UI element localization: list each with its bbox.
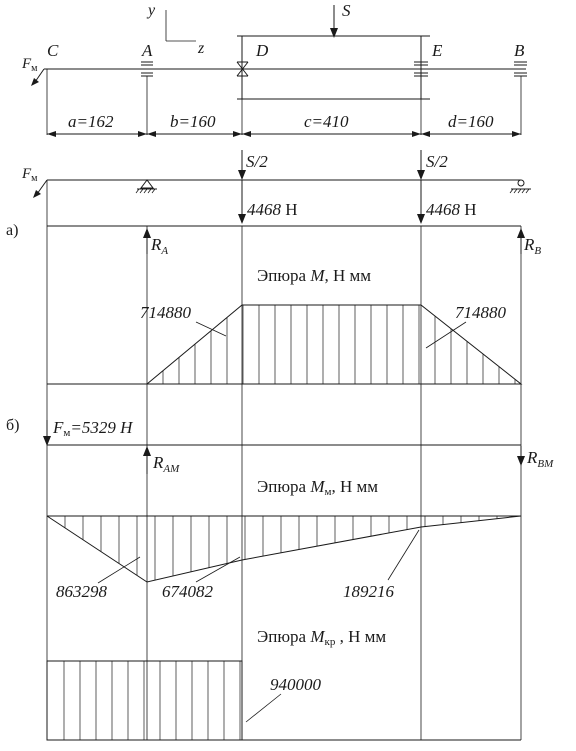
point-a-label: A	[141, 41, 153, 60]
rbm-label: RBM	[526, 448, 554, 470]
fm-value-label: Fм=5329 Н	[52, 418, 134, 439]
force-s: S	[237, 1, 430, 100]
bearing-b-symbol	[514, 61, 527, 77]
force-half-e: S/2	[417, 150, 448, 180]
dim-c-label: c=410	[304, 112, 349, 131]
half-d-label: S/2	[246, 152, 268, 171]
rb-label: RB	[523, 235, 541, 257]
section-b-label: б)	[6, 417, 19, 434]
dim-d-label: d=160	[448, 112, 494, 131]
ram-label: RAM	[152, 453, 180, 475]
diagram-mkr: Эпюра Mкр , Н мм 940000	[46, 627, 521, 741]
ra-label: RA	[150, 235, 168, 257]
diagram-mkr-hatching	[63, 661, 241, 740]
dim-b-label: b=160	[170, 112, 216, 131]
load-e-arrow: 4468 Н	[417, 180, 477, 224]
diagram-mm: Эпюра Mм, Н мм 863298 674082 189216	[46, 477, 522, 601]
load-e-label: 4468 Н	[426, 200, 477, 219]
reactions-a: RA RB	[143, 228, 541, 257]
gear-d-symbol	[236, 61, 249, 77]
diagram-mm-hatching	[64, 516, 516, 581]
diagram-mm-title: Эпюра Mм, Н мм	[257, 477, 378, 498]
diagram-m-title: Эпюра M, Н мм	[257, 266, 371, 285]
section-a-label: а)	[6, 222, 18, 239]
load-d-label: 4468 Н	[247, 200, 298, 219]
section-a-beam: Fм S/2 S/2 4468 Н 4468 Н	[21, 150, 531, 224]
load-d-arrow: 4468 Н	[238, 180, 298, 224]
axis-z-label: z	[197, 40, 205, 57]
dim-a-label: a=162	[68, 112, 114, 131]
section-b-beam: Fм=5329 Н RAM RBM	[43, 418, 554, 475]
coordinate-axes: y z	[146, 2, 205, 57]
mm-e-value: 189216	[343, 582, 395, 601]
force-fm-top: Fм	[21, 56, 45, 86]
mm-c-value: 863298	[56, 582, 108, 601]
m-right-value: 714880	[455, 303, 507, 322]
fm-a-label: Fм	[21, 166, 38, 184]
point-c-label: C	[47, 41, 59, 60]
diagram-m: Эпюра M, Н мм 714880 714880	[47, 225, 523, 385]
fm-top-label: Fм	[21, 56, 38, 74]
dimension-line: a=162 b=160 c=410 d=160	[47, 112, 521, 137]
support-b-symbol	[509, 179, 531, 194]
half-e-label: S/2	[426, 152, 448, 171]
diagram-guide-lines	[46, 180, 522, 740]
diagram-m-hatching	[162, 305, 516, 384]
mm-d-value: 674082	[162, 582, 214, 601]
force-s-label: S	[342, 1, 351, 20]
shaft-scheme: C A D E B Fм	[21, 41, 527, 86]
vertical-guide-lines	[46, 69, 522, 135]
point-b-label: B	[514, 41, 525, 60]
diagram-mkr-title: Эпюра Mкр , Н мм	[257, 627, 386, 648]
axis-y-label: y	[146, 2, 156, 19]
support-a-symbol	[135, 179, 157, 194]
mkr-value: 940000	[270, 675, 322, 694]
m-left-value: 714880	[140, 303, 192, 322]
force-half-d: S/2	[238, 150, 268, 180]
point-e-label: E	[431, 41, 443, 60]
force-fm-a: Fм	[21, 166, 48, 198]
point-d-label: D	[255, 41, 269, 60]
gear-e-symbol	[414, 61, 428, 77]
